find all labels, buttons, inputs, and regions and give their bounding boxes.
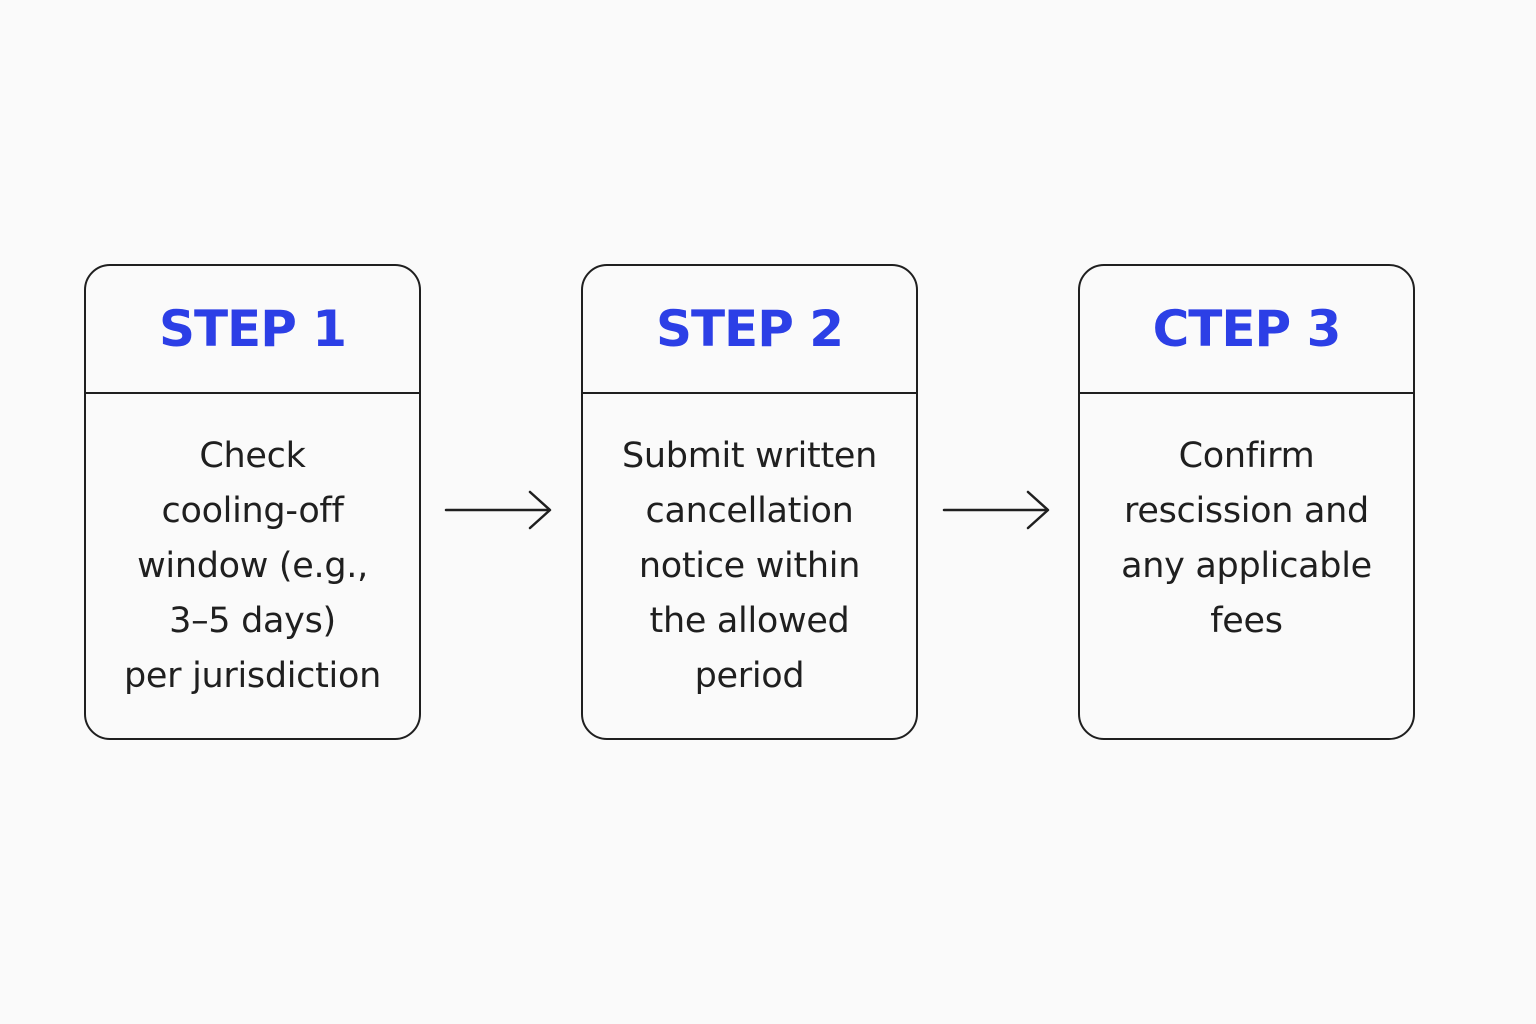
step-3-line: Confirm	[1178, 436, 1315, 476]
step-3-title: CTEP 3	[1152, 300, 1342, 358]
step-1-line: per jurisdiction	[124, 656, 381, 696]
step-2-title: STEP 2	[655, 300, 844, 358]
step-2-line: notice within	[638, 546, 861, 586]
step-2-line: the allowed	[649, 601, 850, 641]
step-3-line: rescission and	[1124, 491, 1369, 531]
step-2-line: Submit written	[622, 436, 877, 476]
step-1-line: cooling-off	[161, 491, 344, 531]
step-1-header: STEP 1	[86, 266, 419, 394]
step-2-description: Submit written cancellation notice withi…	[583, 394, 916, 704]
step-1-title: STEP 1	[158, 300, 347, 358]
arrow-right-icon	[942, 490, 1050, 530]
step-2-line: cancellation	[645, 491, 854, 531]
step-2-box: STEP 2 Submit written cancellation notic…	[581, 264, 918, 740]
step-3-description: Confirm rescission and any applicable fe…	[1080, 394, 1413, 649]
step-1-line: Check	[199, 436, 306, 476]
step-1-line: window (e.g.,	[137, 546, 368, 586]
step-1-box: STEP 1 Check cooling-off window (e.g., 3…	[84, 264, 421, 740]
arrow-right-icon	[444, 490, 552, 530]
step-3-line: fees	[1210, 601, 1283, 641]
step-1-description: Check cooling-off window (e.g., 3–5 days…	[86, 394, 419, 704]
step-2-line: period	[694, 656, 805, 696]
step-3-box: CTEP 3 Confirm rescission and any applic…	[1078, 264, 1415, 740]
step-2-header: STEP 2	[583, 266, 916, 394]
step-3-line: any applicable	[1121, 546, 1372, 586]
step-3-header: CTEP 3	[1080, 266, 1413, 394]
step-1-line: 3–5 days)	[169, 601, 336, 641]
